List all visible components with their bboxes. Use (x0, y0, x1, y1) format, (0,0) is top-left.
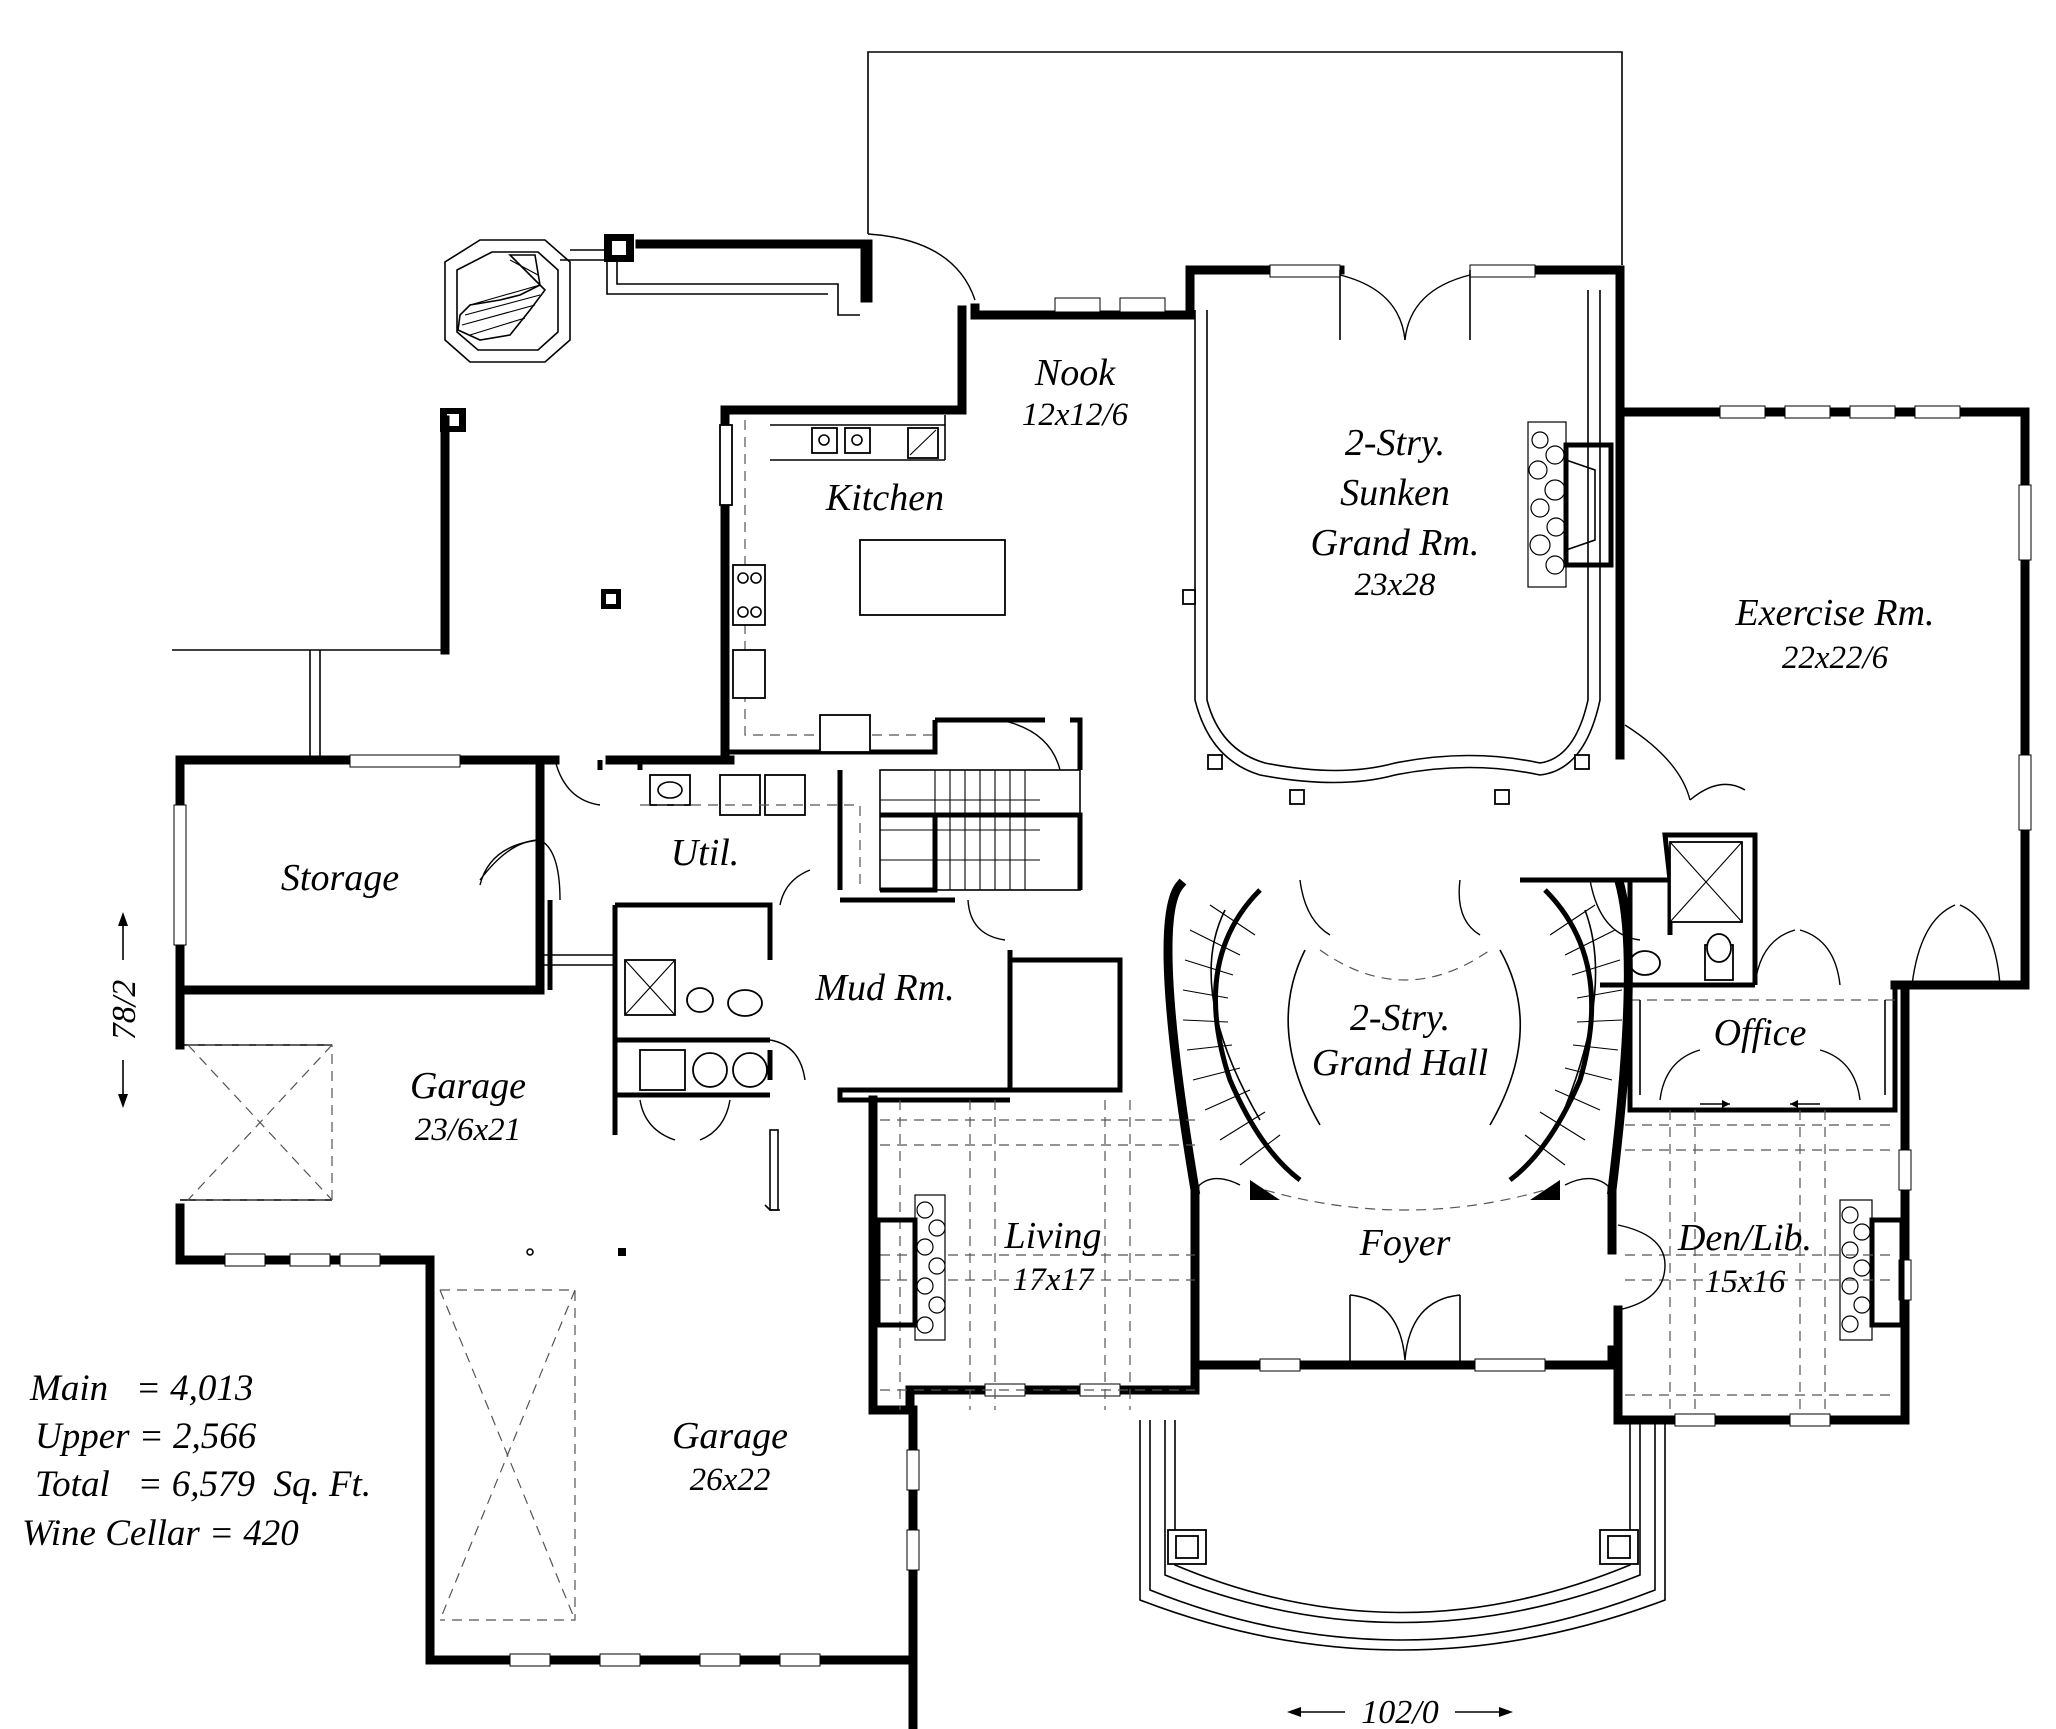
total-sqft: Total = 6,579 Sq. Ft. (35, 1464, 371, 1505)
grand-room-size: 23x28 (1355, 567, 1436, 603)
living-label: Living (1003, 1215, 1101, 1257)
windows (173, 264, 2032, 1667)
sunken-grand-room-edge (1182, 270, 1601, 805)
depth-dimension: 78/2 (106, 912, 143, 1108)
util-label: Util. (671, 832, 740, 874)
upper-sqft: Upper = 2,566 (35, 1416, 257, 1457)
grand-room-fireplace (1527, 421, 1614, 588)
exterior-walls (175, 233, 2030, 1729)
mud-room-bath (624, 959, 806, 1141)
patio-walls (440, 234, 870, 655)
wine-cellar-sqft: Wine Cellar = 420 (22, 1513, 299, 1554)
grand-hall-label-line2: Grand Hall (1312, 1042, 1488, 1084)
room-labels: Nook 12x12/6 Kitchen 2-Stry. Sunken Gran… (281, 352, 1935, 1498)
den-library-details (1617, 1110, 1905, 1410)
front-entry (1139, 1294, 1666, 1651)
powder-room-fixtures (1589, 841, 1743, 981)
den-library-label: Den/Lib. (1677, 1217, 1812, 1259)
living-room-details (875, 1100, 1195, 1410)
storage-label: Storage (281, 857, 399, 899)
square-footage-summary: Main = 4,013 Upper = 2,566 Total = 6,579… (22, 1368, 371, 1554)
kitchen-fixtures (719, 415, 1006, 753)
grand-room-label-line2: Sunken (1340, 472, 1450, 514)
office-label: Office (1714, 1012, 1807, 1054)
exercise-room-doors (1624, 724, 2001, 986)
width-dimension: 102/0 (1287, 1694, 1513, 1729)
storage-door (479, 839, 615, 966)
garage2-size: 26x22 (690, 1462, 771, 1498)
office-interior (1630, 999, 1895, 1108)
mud-room-label: Mud Rm. (814, 967, 954, 1009)
width-dimension-label: 102/0 (1361, 1694, 1438, 1729)
garage1-size: 23/6x21 (415, 1112, 521, 1148)
hot-tub (440, 239, 571, 432)
depth-dimension-label: 78/2 (106, 980, 143, 1040)
grand-room-label-line1: 2-Stry. (1345, 422, 1445, 464)
kitchen-label: Kitchen (825, 477, 944, 519)
grand-hall-label-line1: 2-Stry. (1350, 997, 1450, 1039)
garage2-label: Garage (672, 1415, 788, 1457)
kitchen-stairs (879, 719, 1081, 891)
nook-label: Nook (1034, 352, 1116, 394)
exercise-room-label: Exercise Rm. (1734, 592, 1934, 634)
garage-doors (180, 1044, 780, 1621)
foyer-label: Foyer (1359, 1222, 1451, 1264)
grand-room-label-line3: Grand Rm. (1311, 522, 1480, 564)
main-sqft: Main = 4,013 (29, 1368, 253, 1409)
exercise-room-size: 22x22/6 (1782, 640, 1889, 676)
garage1-label: Garage (410, 1065, 526, 1107)
den-library-size: 15x16 (1705, 1264, 1786, 1300)
grand-hall-stairs (1163, 878, 1633, 1211)
living-size: 17x17 (1013, 1262, 1095, 1298)
utility-fixtures (479, 759, 1006, 941)
nook-size: 12x12/6 (1022, 397, 1129, 433)
